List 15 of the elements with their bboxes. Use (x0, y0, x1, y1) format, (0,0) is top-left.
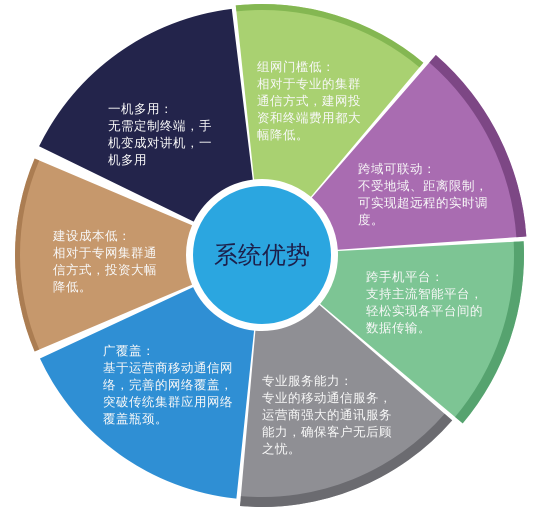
segment-text: 相对于专业的集群通信方式，建网投资和终端费用都大幅降低。 (257, 75, 362, 143)
segment-text: 无需定制终端，手机变成对讲机，一机多用 (108, 117, 213, 168)
segment-text: 不受地域、距离限制，可实现超远程的实时调度。 (358, 177, 489, 228)
segment-text: 支持主流智能平台，轻松实现各平台间的数据传输。 (366, 285, 484, 336)
segment-text: 相对于专网集群通信方式，投资大幅降低。 (53, 244, 158, 295)
segment-heading: 一机多用： (108, 100, 174, 117)
segment-text: 基于运营商移动通信网络，完善的网络覆盖，突破传统集群应用网络覆盖瓶颈。 (103, 359, 234, 427)
segment-heading: 组网门槛低： (257, 58, 336, 75)
segment-heading: 建设成本低： (53, 227, 132, 244)
segment-heading: 广覆盖： (103, 342, 156, 359)
segment-text: 专业的移动通信服务，运营商强大的通讯服务能力，确保客户无后顾之忧。 (262, 389, 393, 457)
center-title: 系统优势 (214, 241, 310, 269)
segment-heading: 跨域可联动： (358, 160, 437, 177)
segment-heading: 专业服务能力： (262, 372, 354, 389)
segment-heading: 跨手机平台： (366, 268, 445, 285)
